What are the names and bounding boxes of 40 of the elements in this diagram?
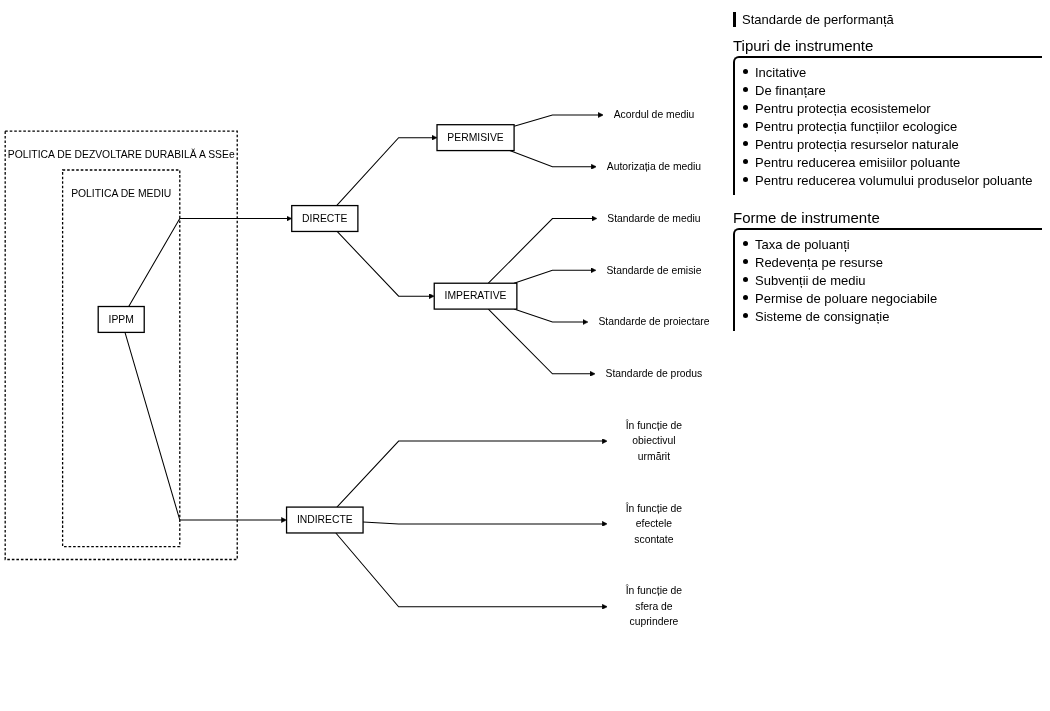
node-text: În funcție de sfera de cuprindere [625, 585, 683, 628]
node-box: PERMISIVE [436, 123, 515, 152]
arrow [128, 215, 292, 307]
bullet-item: Subvenții de mediu [755, 273, 866, 288]
arrow [335, 532, 608, 610]
bullet-item: Taxa de poluanți [755, 237, 850, 252]
node-text: Standarde de proiectare [598, 316, 710, 328]
bullet-item: Sisteme de consignație [755, 309, 890, 324]
brace-note: Standarde de performanță [733, 12, 894, 27]
bullet-item: De finanțare [755, 83, 826, 98]
bullet-item: Pentru protecția ecosistemelor [755, 101, 931, 116]
arrow [513, 111, 604, 127]
bullet-item: Pentru protecția funcțiilor ecologice [755, 119, 958, 134]
node-text: În funcție de obiectivul urmărit [625, 419, 683, 462]
bullet-item: Redevența pe resurse [755, 255, 883, 270]
arrow [336, 438, 608, 508]
arrow [336, 230, 435, 299]
arrow [487, 215, 598, 284]
arrow [124, 331, 287, 523]
bullet-item: Pentru reducerea emisiilor poluante [755, 155, 961, 170]
bullet-item: Permise de poluare negociabile [755, 291, 938, 306]
node-text: Autorizația de mediu [606, 160, 702, 172]
node-text: Standarde de emisie [606, 264, 702, 276]
node-text: În funcție de efectele scontate [625, 502, 683, 545]
node-box: IMPERATIVE [433, 282, 518, 310]
group-heading: Tipuri de instrumente [733, 37, 874, 54]
arrow [513, 267, 597, 284]
node-text: Acordul de mediu [613, 108, 695, 120]
arrow [487, 308, 596, 377]
node-box: DIRECTE [291, 204, 359, 232]
group-heading: Forme de instrumente [733, 209, 880, 226]
node-box: INDIRECTE [285, 506, 364, 534]
node-text: Standarde de mediu [607, 212, 701, 224]
node-text: Standarde de produs [605, 367, 703, 379]
bullet-item: Pentru reducerea volumului produselor poluante [755, 173, 1033, 188]
bullet-item: Pentru protecția resurselor naturale [755, 137, 959, 152]
arrow [336, 134, 438, 206]
arrow [509, 149, 597, 170]
bullet-item: Incitative [755, 65, 807, 80]
node-box: IPPM [97, 305, 145, 333]
